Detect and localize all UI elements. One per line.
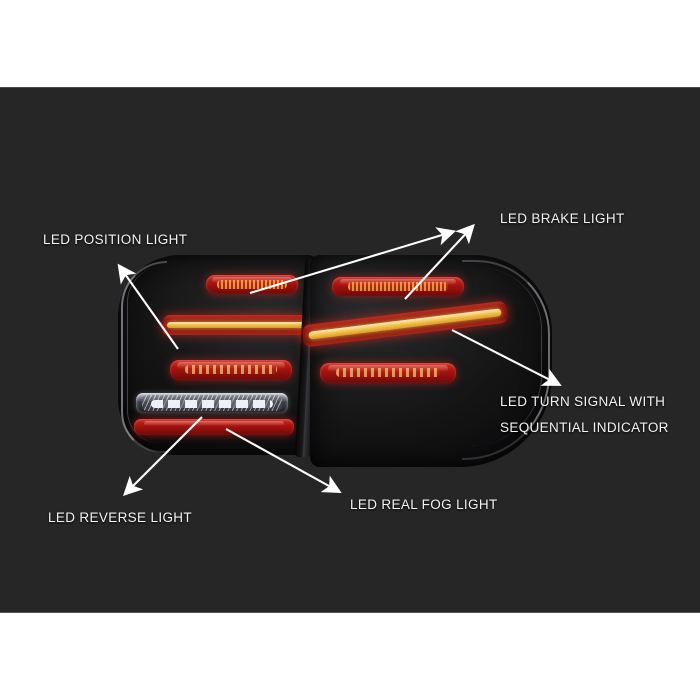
label-led-turn-signal-line2: SEQUENTIAL INDICATOR xyxy=(500,420,669,435)
reverse-lens xyxy=(151,399,273,408)
product-photo: LED POSITION LIGHT LED BRAKE LIGHT LED T… xyxy=(0,87,700,613)
led-array xyxy=(347,281,449,291)
left-position-turn-strip xyxy=(160,315,314,335)
left-reverse-light-bar xyxy=(136,393,288,413)
label-led-reverse-light: LED REVERSE LIGHT xyxy=(48,510,192,525)
left-tail-light-assembly xyxy=(118,255,318,455)
amber-core xyxy=(166,321,308,329)
right-tail-light-assembly xyxy=(301,255,552,467)
left-tail-light-bar xyxy=(170,360,292,380)
label-led-real-fog-light: LED REAL FOG LIGHT xyxy=(350,497,498,512)
left-brake-light-bar xyxy=(206,275,298,294)
right-tail-light-bar xyxy=(320,363,456,383)
led-array xyxy=(217,279,287,289)
led-array xyxy=(184,365,278,375)
label-led-position-light: LED POSITION LIGHT xyxy=(43,232,188,247)
left-fog-light-bar xyxy=(134,419,294,435)
right-brake-light-bar xyxy=(332,277,464,296)
label-led-brake-light: LED BRAKE LIGHT xyxy=(500,211,625,226)
label-led-turn-signal-line1: LED TURN SIGNAL WITH xyxy=(500,394,666,409)
lens-gloss xyxy=(143,420,285,427)
led-array xyxy=(336,368,440,378)
